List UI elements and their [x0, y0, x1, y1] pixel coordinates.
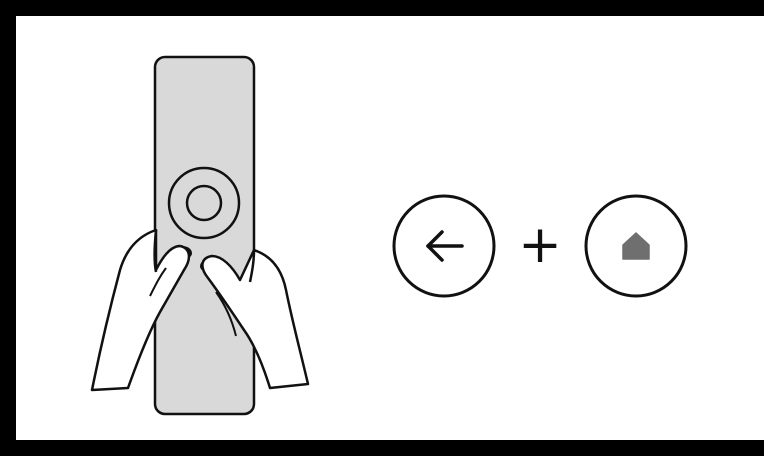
remote-dpad-center	[185, 184, 223, 222]
home-icon	[622, 232, 650, 260]
left-hand-finger-line	[149, 267, 167, 297]
right-hand-finger-line	[215, 291, 237, 337]
left-hand	[90, 228, 191, 392]
arrow-left-icon	[426, 230, 464, 262]
left-hand-thumb-line	[153, 229, 158, 273]
plus-operator: +	[518, 215, 562, 275]
remote-dpad-ring	[167, 166, 241, 240]
right-hand-outline	[201, 248, 310, 390]
remote-control	[153, 55, 256, 416]
right-hand-thumb-line	[248, 249, 256, 283]
back-button-icon	[392, 194, 496, 298]
right-hand	[201, 248, 310, 390]
home-button-icon	[584, 194, 688, 298]
remote-body	[153, 55, 256, 416]
